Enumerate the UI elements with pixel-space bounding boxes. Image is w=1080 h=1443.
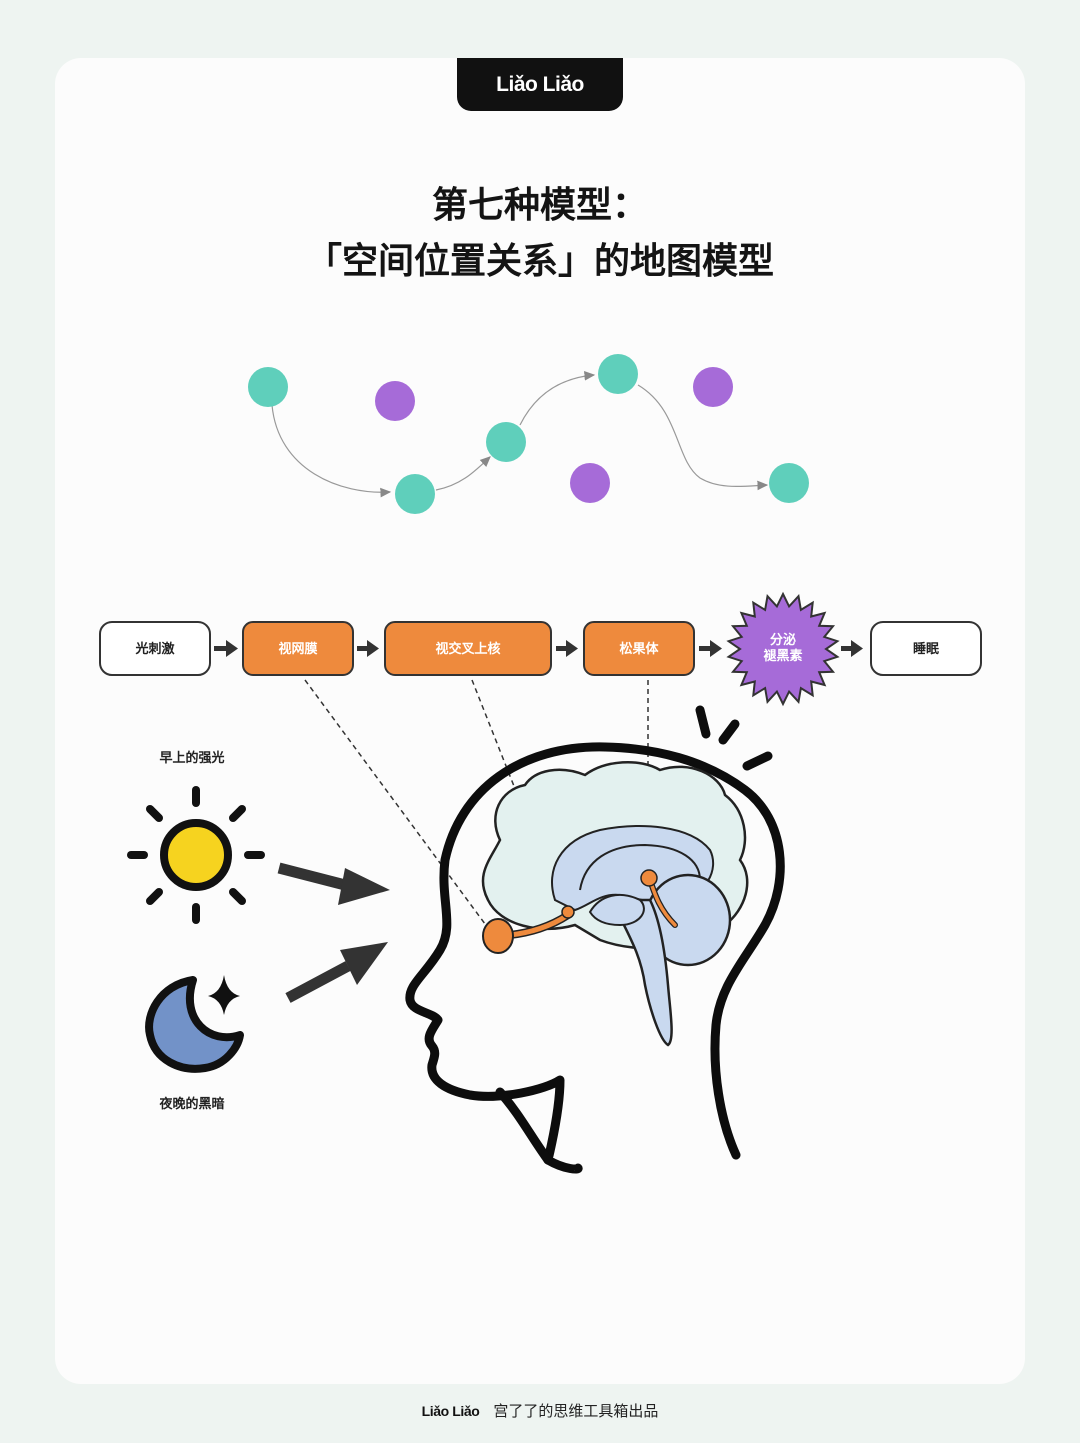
brainstem: [610, 898, 673, 1047]
flow-label: 褪黑素: [763, 648, 802, 664]
flow-chart: 光刺激 视网膜 视交叉上核 松果体 分泌 褪黑素 睡眠: [99, 591, 982, 707]
flow-label: 光刺激: [134, 641, 175, 657]
neck-front: [560, 1015, 630, 1082]
flow-box-sleep: [870, 621, 982, 676]
network-path-3: [519, 371, 596, 426]
flow-label: 松果体: [619, 641, 659, 657]
teal-node: [395, 474, 435, 514]
page-title-line1: 第七种模型：: [431, 185, 648, 226]
motion-line: [718, 719, 740, 745]
label-night-dark: 夜晚的黑暗: [158, 1096, 224, 1112]
flow-label: 睡眠: [913, 641, 939, 657]
flow-label: 分泌: [770, 632, 796, 648]
flow-label: 视网膜: [278, 641, 317, 657]
content-card: [55, 58, 1025, 1384]
network-path-2: [435, 456, 491, 491]
purple-node: [375, 381, 415, 421]
footer: Liǎo Liǎo 宫了了的思维工具箱出品: [0, 1400, 1080, 1421]
footer-credit: 宫了了的思维工具箱出品: [493, 1402, 659, 1420]
node-network: [248, 354, 809, 514]
flow-box-scn: [384, 621, 552, 676]
brain-corpus: [579, 843, 701, 891]
suprachiasmatic-nucleus: [561, 905, 575, 919]
footer-brand-logo: Liǎo Liǎo: [421, 1402, 480, 1419]
input-arrow-morning: [277, 862, 390, 905]
motion-line: [695, 705, 711, 739]
flow-arrow: [357, 640, 379, 657]
moon-icon: [145, 975, 244, 1073]
brain-illustration: [481, 761, 749, 1047]
sparkle-icon: [208, 975, 240, 1015]
brain-thalamus: [588, 893, 645, 927]
network-path-1: [271, 404, 392, 498]
teal-node: [486, 422, 526, 462]
head-illustration: [405, 705, 785, 1174]
neck-back: [614, 1018, 630, 1075]
teal-node: [248, 367, 288, 407]
purple-node: [693, 367, 733, 407]
flow-box-retina: [242, 621, 354, 676]
leader-retina: [304, 679, 489, 929]
page-title-line2: 「空间位置关系」的地图模型: [305, 241, 774, 282]
teal-node: [769, 463, 809, 503]
flow-arrow: [214, 640, 238, 657]
brand-logo: Liǎo Liǎo: [457, 58, 623, 111]
flow-box-pineal: [583, 621, 695, 676]
leader-lines: [304, 679, 649, 929]
teal-node: [598, 354, 638, 394]
motion-line: [742, 751, 773, 771]
input-arrow-night: [285, 942, 388, 1003]
flow-label: 视交叉上核: [435, 641, 500, 657]
sun-icon: [127, 786, 265, 924]
jaw-line: [495, 1087, 553, 1165]
flow-box-light-stimulus: [99, 621, 211, 676]
pineal-gland: [640, 869, 658, 887]
flow-arrow: [699, 640, 722, 657]
network-path-4: [637, 384, 769, 491]
eye-retina: [482, 918, 514, 954]
label-morning-light: 早上的强光: [159, 750, 224, 766]
flow-arrow: [556, 640, 578, 657]
head-outline: [405, 742, 785, 1174]
purple-node: [570, 463, 610, 503]
flow-burst-melatonin: [726, 591, 840, 707]
flow-arrow: [841, 640, 863, 657]
